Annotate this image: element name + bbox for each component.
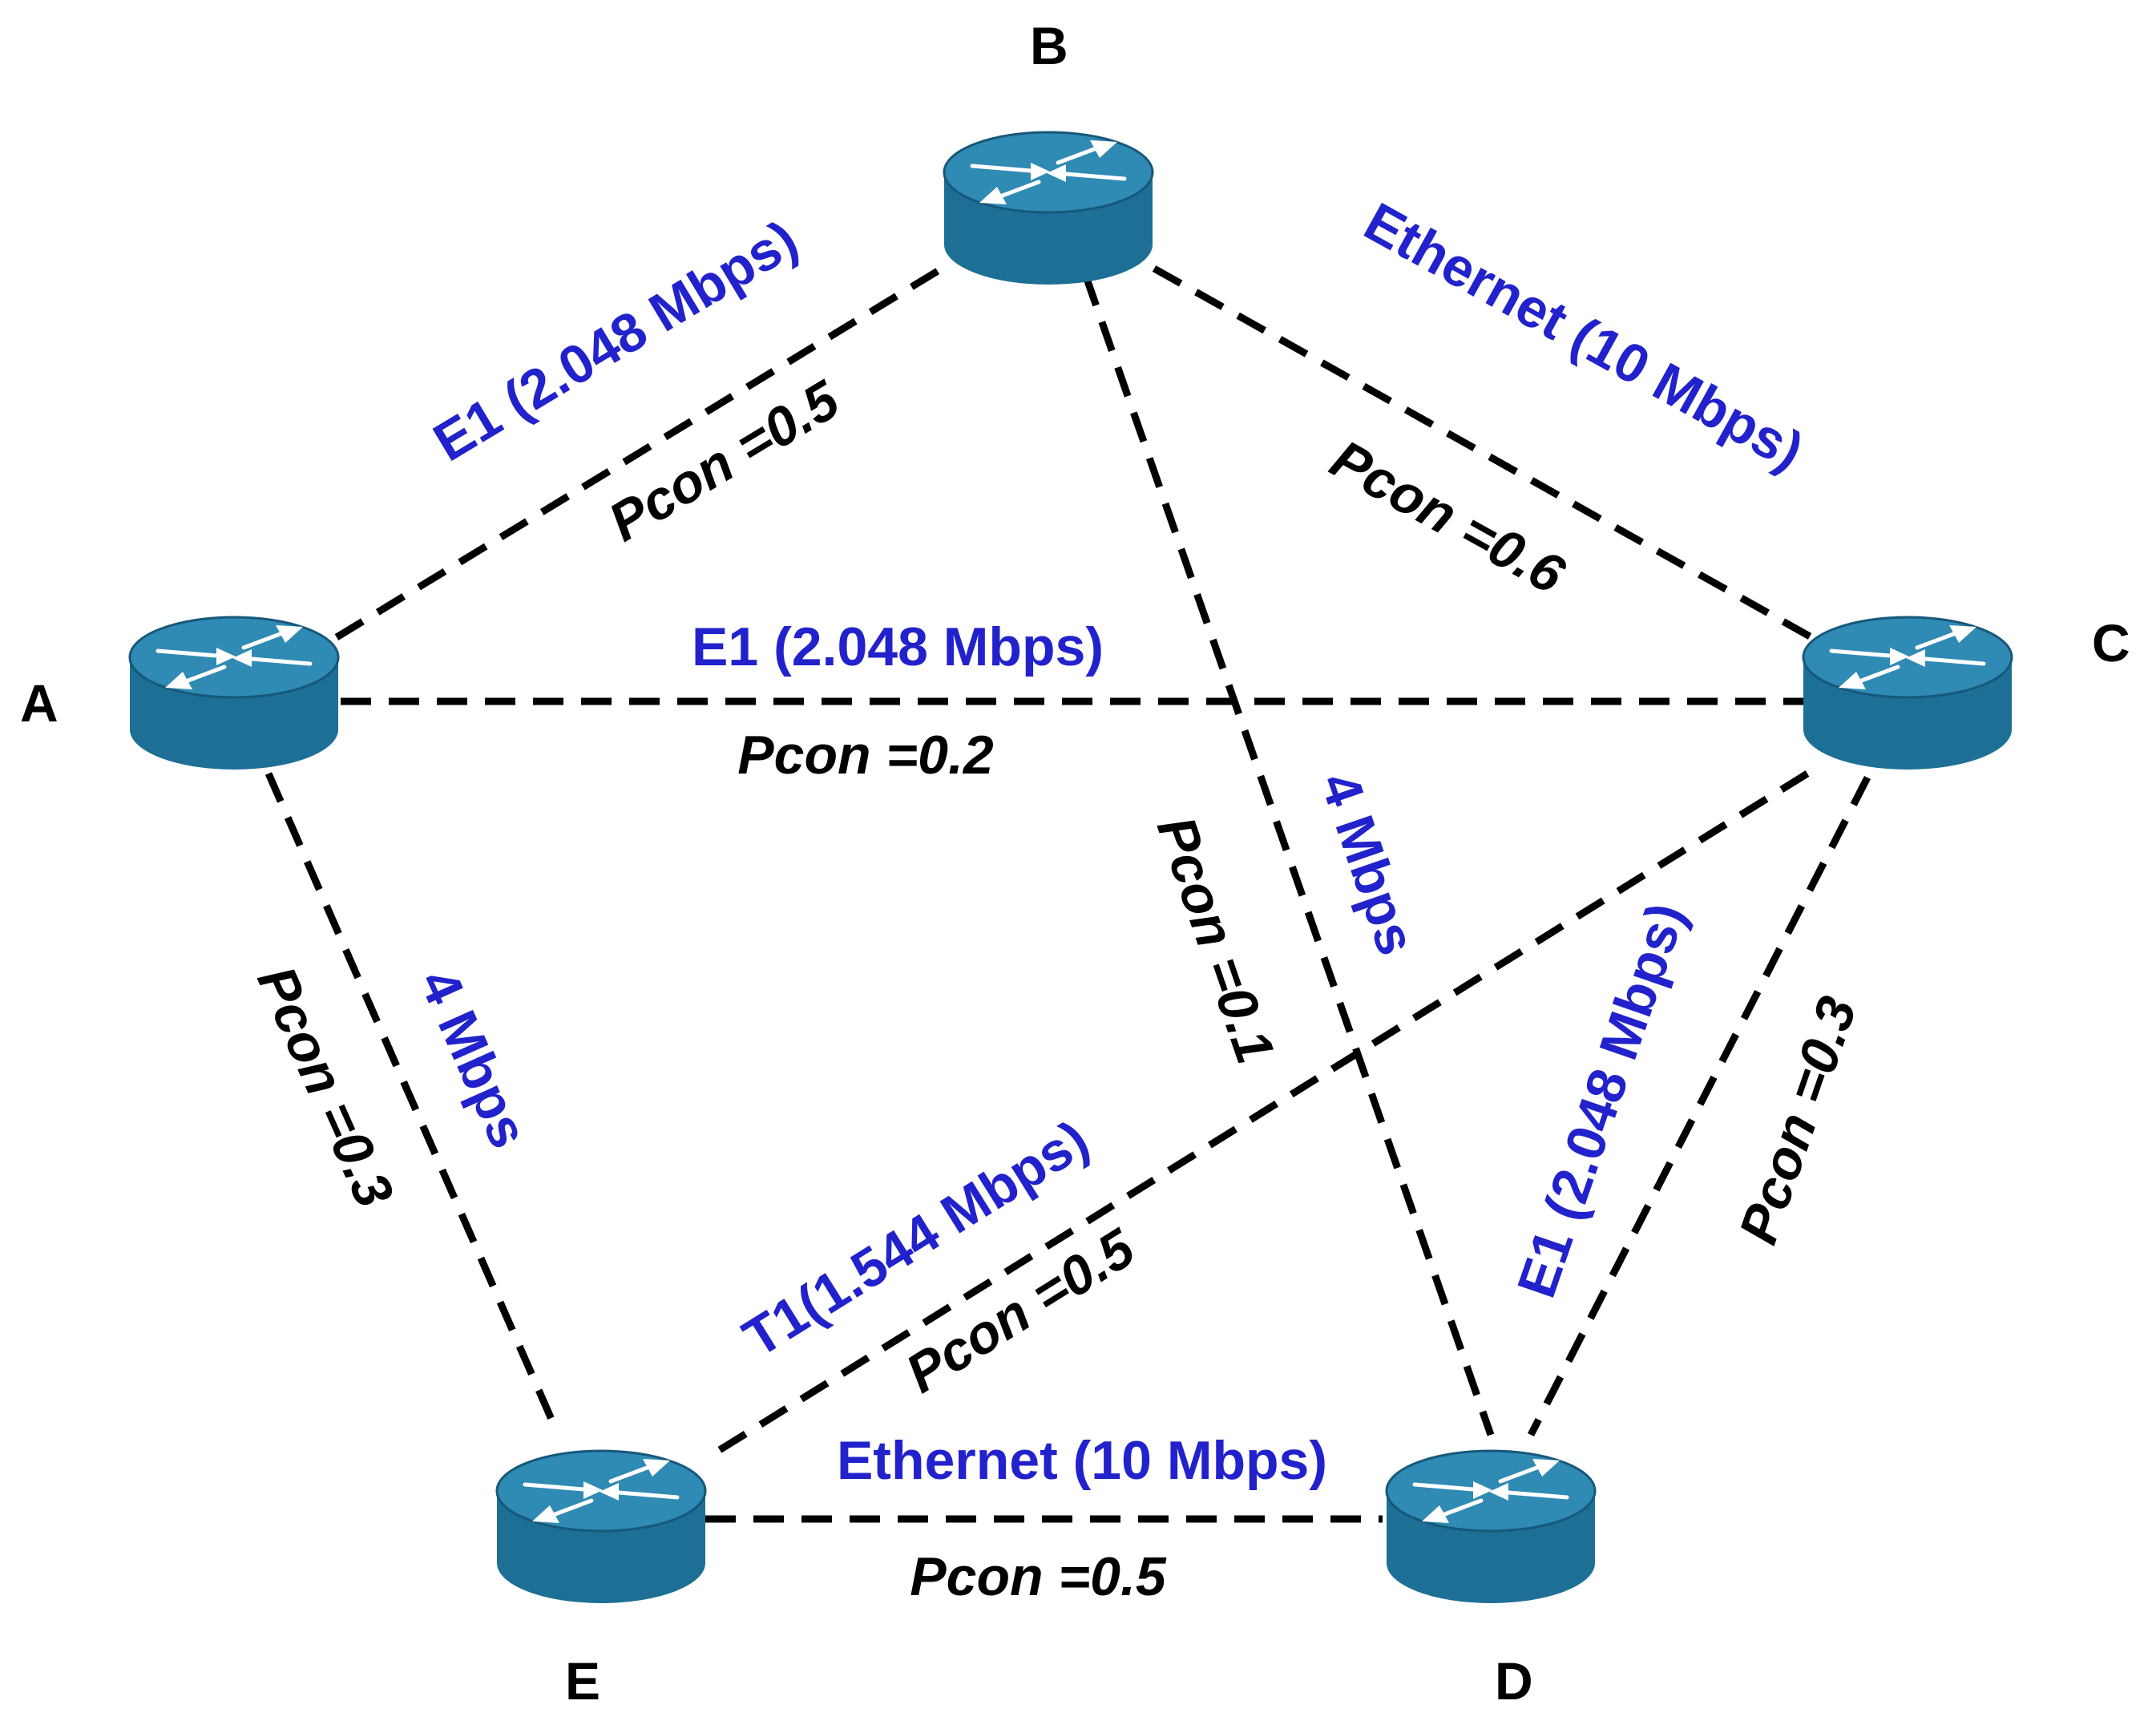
link-c-d-capacity: E1 (2.048 Mbps) bbox=[1506, 895, 1698, 1305]
link-b-d bbox=[1082, 275, 1495, 1436]
link-a-e bbox=[264, 772, 557, 1424]
link-b-d-pcon: Pcon =0.1 bbox=[1145, 809, 1286, 1071]
link-a-c-capacity: E1 (2.048 Mbps) bbox=[692, 616, 1104, 677]
router-icon bbox=[497, 1451, 705, 1603]
link-a-e-pcon: Pcon =0.3 bbox=[245, 957, 405, 1216]
node-label-e: E bbox=[565, 1651, 600, 1711]
link-b-c-capacity: Ethernet (10 Mbps) bbox=[1355, 191, 1813, 482]
router-d[interactable] bbox=[1387, 1451, 1595, 1603]
link-c-e bbox=[703, 770, 1810, 1462]
node-label-b: B bbox=[1030, 16, 1068, 75]
router-c[interactable] bbox=[1803, 617, 2012, 770]
link-c-d-pcon: Pcon =0.3 bbox=[1727, 989, 1868, 1251]
router-b[interactable] bbox=[944, 132, 1153, 285]
link-c-d bbox=[1527, 775, 1871, 1437]
router-a[interactable] bbox=[130, 617, 338, 770]
router-icon bbox=[1387, 1451, 1595, 1603]
link-b-c-pcon: Pcon =0.6 bbox=[1321, 428, 1575, 606]
link-e-d-capacity: Ethernet (10 Mbps) bbox=[837, 1430, 1327, 1491]
router-icon bbox=[130, 617, 338, 770]
node-label-c: C bbox=[2092, 613, 2130, 673]
link-a-b bbox=[334, 265, 944, 640]
link-a-c-pcon: Pcon =0.2 bbox=[737, 725, 994, 786]
link-e-d-pcon: Pcon =0.5 bbox=[910, 1546, 1167, 1607]
router-e[interactable] bbox=[497, 1451, 705, 1603]
link-b-c bbox=[1152, 265, 1814, 640]
node-label-a: A bbox=[20, 673, 59, 733]
link-b-d-capacity: 4 Mbps bbox=[1309, 765, 1427, 962]
node-label-d: D bbox=[1495, 1651, 1533, 1711]
router-icon bbox=[944, 132, 1153, 285]
router-icon bbox=[1803, 617, 2012, 770]
links bbox=[264, 265, 1871, 1523]
link-a-b-pcon: Pcon =0.5 bbox=[599, 369, 850, 553]
link-a-e-capacity: 4 Mbps bbox=[408, 960, 540, 1157]
